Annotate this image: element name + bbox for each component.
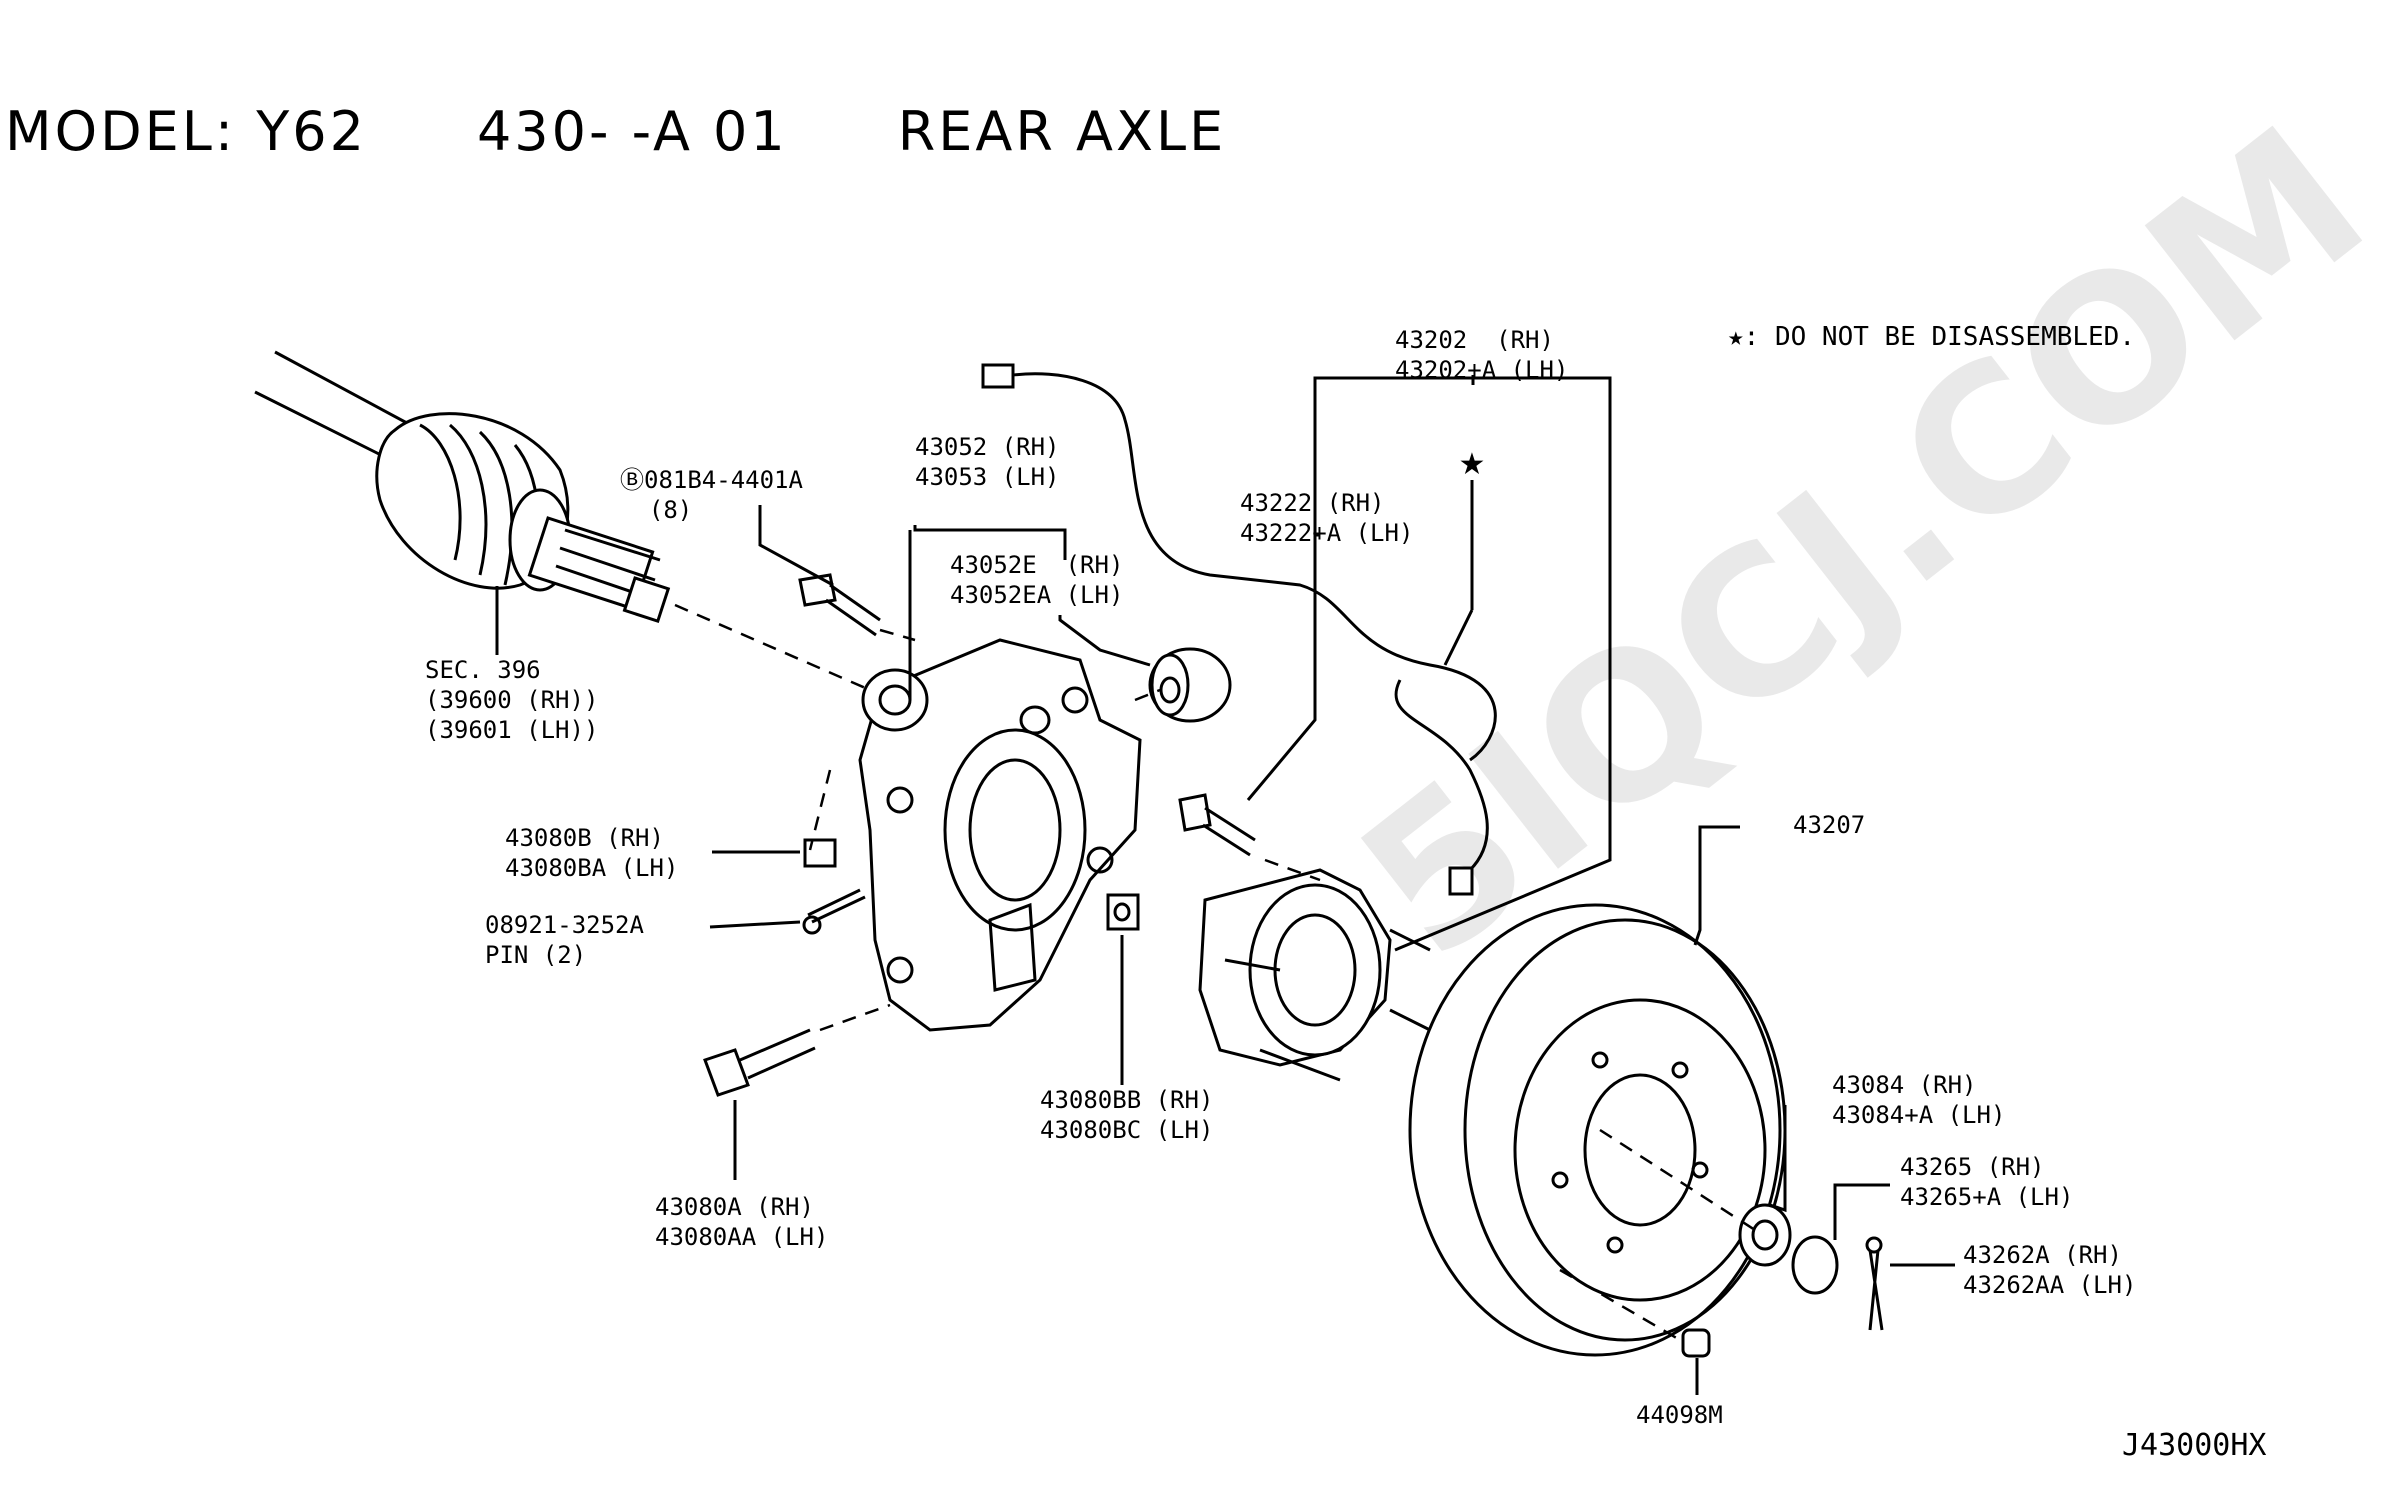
hub-drawing: [1198, 868, 1431, 1082]
callout-rotor: 43207: [1793, 811, 1866, 839]
disassembly-note: ★: DO NOT BE DISASSEMBLED.: [1728, 322, 2135, 352]
knuckle-drawing: [858, 638, 1142, 1032]
nut-43080bb-drawing: [1106, 893, 1140, 931]
bolt-b-drawing: [798, 573, 881, 637]
callout-cotter-pin: 43262A (RH) 43262AA (LH): [1963, 1241, 2137, 1299]
sensor-wire-drawing: [981, 363, 1497, 896]
callout-knuckle: 43052 (RH) 43053 (LH): [915, 433, 1060, 491]
section-label: 430- -A 01: [476, 100, 788, 163]
callout-nut-b: 43080B (RH) 43080BA (LH): [505, 824, 679, 882]
lock-cap-drawing: [1791, 1235, 1839, 1295]
callout-pin: 08921-3252A PIN (2): [485, 911, 644, 969]
callout-bolt-b: Ⓑ081B4-4401A (8): [620, 466, 803, 524]
diagram-code: J43000HX: [2122, 1428, 2267, 1463]
page-title: MODEL: Y62 430- -A 01 REAR AXLE: [5, 100, 1226, 163]
bolt-a-drawing: [703, 1028, 816, 1097]
bushing-drawing: [1148, 647, 1232, 723]
section-name: REAR AXLE: [897, 100, 1227, 163]
callout-sensor-assy: 43202 (RH) 43202+A (LH): [1395, 326, 1569, 384]
callout-plug: 44098M: [1636, 1401, 1723, 1429]
callout-bushing: 43052E (RH) 43052EA (LH): [950, 551, 1124, 609]
plug-drawing: [1681, 1328, 1711, 1358]
callout-driveshaft: SEC. 396 (39600 (RH)) (39601 (LH)): [425, 656, 599, 744]
callout-lock-cap: 43265 (RH) 43265+A (LH): [1900, 1153, 2074, 1211]
star-icon: ★: [1459, 447, 1486, 482]
model-label: MODEL: Y62: [5, 100, 367, 163]
rotor-drawing: [1408, 903, 1787, 1357]
callout-sensor: 43222 (RH) 43222+A (LH): [1240, 489, 1414, 547]
callout-nut-bb: 43080BB (RH) 43080BC (LH): [1040, 1086, 1214, 1144]
callout-hub-nut: 43084 (RH) 43084+A (LH): [1832, 1071, 2006, 1129]
nut-43080b-drawing: [803, 838, 837, 868]
callout-bolt-a: 43080A (RH) 43080AA (LH): [655, 1193, 829, 1251]
cotter-pin-drawing: [1868, 1249, 1884, 1331]
pin-drawing: [807, 888, 866, 924]
drive-shaft-drawing: [254, 350, 671, 624]
bolt-c-drawing: [1178, 793, 1256, 857]
hub-nut-drawing: [1738, 1203, 1792, 1267]
